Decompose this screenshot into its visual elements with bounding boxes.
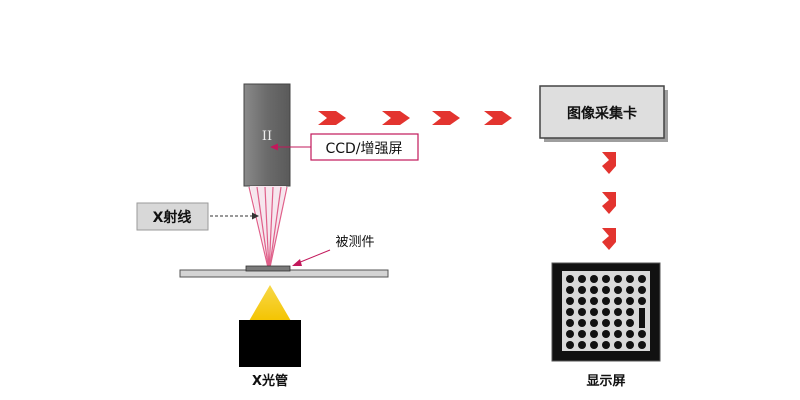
display-dot (638, 297, 646, 305)
tube-label: X光管 (252, 373, 288, 389)
capture-card-box (539, 85, 665, 139)
display-dot (626, 297, 634, 305)
xray-tube (239, 320, 301, 367)
horizontal-arrows (318, 111, 512, 125)
display-dot-grid (566, 275, 646, 349)
display-dot (602, 286, 610, 294)
chevron-right-icon (318, 111, 346, 125)
display-dot (566, 286, 574, 294)
object-label: 被测件 (335, 235, 374, 250)
display-dot (578, 308, 586, 316)
display-dot (578, 275, 586, 283)
display-dot (614, 330, 622, 338)
display-dot (566, 319, 574, 327)
chevron-down-icon (602, 152, 616, 174)
display-dot (614, 286, 622, 294)
display-dot (602, 275, 610, 283)
display-dot (578, 341, 586, 349)
display-bar (639, 308, 645, 328)
display-dot (590, 308, 598, 316)
chevron-right-icon (484, 111, 512, 125)
display-dot (578, 286, 586, 294)
xray-label-box (136, 202, 209, 231)
capture-card-label: 图像采集卡 (567, 105, 637, 122)
xray-label: X射线 (153, 209, 192, 226)
chevron-down-icon (602, 228, 616, 250)
vertical-arrows (602, 152, 616, 250)
display-dot (638, 275, 646, 283)
display-dot (590, 330, 598, 338)
display-dot (578, 330, 586, 338)
chevron-down-icon (602, 192, 616, 214)
display-dot (602, 297, 610, 305)
display-dot (614, 297, 622, 305)
display-dot (590, 275, 598, 283)
image-intensifier-box (243, 83, 291, 187)
display-dot (626, 308, 634, 316)
ii-label: II (262, 129, 272, 144)
xray-cone (250, 186, 286, 272)
display-dot (566, 341, 574, 349)
display-dot (566, 275, 574, 283)
display-dot (638, 286, 646, 294)
object-pointer-line (297, 249, 331, 264)
display-dot (614, 341, 622, 349)
xray-pointer-head (252, 212, 259, 220)
display-dot (578, 319, 586, 327)
display-dot (590, 286, 598, 294)
display-dot (638, 330, 646, 338)
display-dot (626, 330, 634, 338)
display-dot (566, 308, 574, 316)
chevron-right-icon (382, 111, 410, 125)
display-dot (566, 330, 574, 338)
display-label: 显示屏 (586, 374, 625, 389)
ccd-label: CCD/增强屏 (325, 141, 402, 157)
display-dot (590, 341, 598, 349)
display-dot (578, 297, 586, 305)
chevron-right-icon (432, 111, 460, 125)
display-dot (614, 275, 622, 283)
display-dot (602, 330, 610, 338)
xray-beam (249, 285, 291, 321)
display-dot (626, 319, 634, 327)
display-dot (566, 297, 574, 305)
ccd-label-box (310, 133, 419, 161)
display-dot (614, 308, 622, 316)
display-dot (602, 341, 610, 349)
test-object (245, 265, 291, 272)
display-dot (602, 319, 610, 327)
display-dot (590, 319, 598, 327)
display-dot (602, 308, 610, 316)
xray-lines (248, 186, 288, 273)
display-dot (626, 286, 634, 294)
display-dot (626, 341, 634, 349)
object-pointer-head (292, 259, 302, 266)
display-dot (614, 319, 622, 327)
display-dot (638, 341, 646, 349)
display-dot (626, 275, 634, 283)
display-dot (590, 297, 598, 305)
ccd-pointer-head (270, 143, 278, 151)
